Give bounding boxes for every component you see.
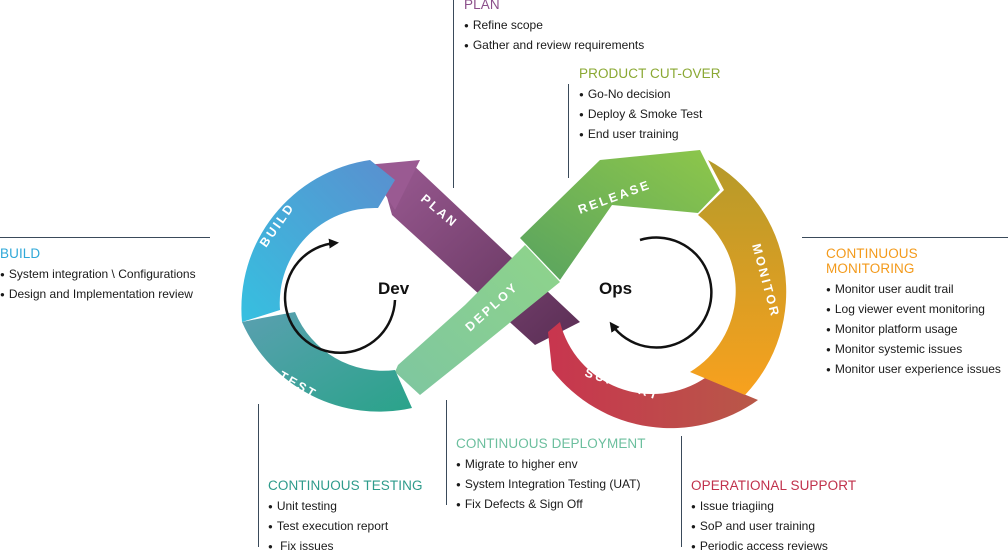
support-block: OPERATIONAL SUPPORT Issue triagiing SoP … [691, 478, 856, 557]
ops-label: Ops [599, 279, 632, 298]
deployment-title: CONTINUOUS DEPLOYMENT [456, 436, 646, 451]
list-item: Gather and review requirements [464, 36, 644, 56]
list-item: Monitor user audit trail [826, 280, 1008, 300]
support-title: OPERATIONAL SUPPORT [691, 478, 857, 493]
connector-build [0, 237, 210, 238]
list-item: Periodic access reviews [691, 537, 856, 557]
segment-build [241, 160, 395, 322]
list-item: Monitor systemic issues [826, 340, 1008, 360]
ops-cycle-arrow-icon [609, 236, 713, 349]
segment-test [242, 312, 412, 412]
list-item: Go-No decision [579, 85, 721, 105]
monitoring-title: CONTINUOUS MONITORING [826, 246, 918, 276]
list-item: Refine scope [464, 16, 644, 36]
support-list: Issue triagiing SoP and user training Pe… [691, 497, 856, 557]
monitoring-list: Monitor user audit trail Log viewer even… [826, 280, 1008, 380]
list-item: Design and Implementation review [0, 285, 196, 305]
list-item: SoP and user training [691, 517, 856, 537]
list-item: Monitor platform usage [826, 320, 1008, 340]
connector-cutover [568, 84, 569, 178]
dev-label: Dev [378, 279, 410, 298]
plan-block: PLAN Refine scope Gather and review requ… [464, 0, 644, 56]
connector-monitoring [802, 237, 1008, 238]
segment-release [520, 150, 720, 280]
list-item: Fix issues [268, 537, 423, 557]
list-item: End user training [579, 125, 721, 145]
plan-list: Refine scope Gather and review requireme… [464, 16, 644, 56]
segment-deploy [395, 245, 560, 395]
connector-support [681, 436, 682, 547]
connector-plan [453, 0, 454, 188]
build-list: System integration \ Configurations Desi… [0, 265, 196, 305]
cutover-title: PRODUCT CUT-OVER [579, 66, 721, 81]
list-item: Monitor user experience issues [826, 360, 1008, 380]
list-item: Test execution report [268, 517, 423, 537]
list-item: System integration \ Configurations [0, 265, 196, 285]
connector-testing [258, 404, 259, 547]
dev-cycle-arrow-icon [283, 238, 397, 354]
deployment-block: CONTINUOUS DEPLOYMENT Migrate to higher … [456, 436, 646, 515]
list-item: Unit testing [268, 497, 423, 517]
list-item: Fix Defects & Sign Off [456, 495, 646, 515]
connector-deployment [446, 400, 447, 505]
build-title: BUILD [0, 246, 41, 261]
testing-block: CONTINUOUS TESTING Unit testing Test exe… [268, 478, 423, 557]
segment-support [548, 322, 758, 429]
monitoring-block: CONTINUOUS MONITORING Monitor user audit… [826, 246, 1008, 380]
cutover-list: Go-No decision Deploy & Smoke Test End u… [579, 85, 721, 145]
list-item: Deploy & Smoke Test [579, 105, 721, 125]
list-item: Migrate to higher env [456, 455, 646, 475]
deployment-list: Migrate to higher env System Integration… [456, 455, 646, 515]
plan-title: PLAN [464, 0, 500, 12]
list-item: Log viewer event monitoring [826, 300, 1008, 320]
segment-monitor [690, 160, 787, 395]
testing-list: Unit testing Test execution report Fix i… [268, 497, 423, 557]
cutover-block: PRODUCT CUT-OVER Go-No decision Deploy &… [579, 66, 721, 145]
list-item: System Integration Testing (UAT) [456, 475, 646, 495]
testing-title: CONTINUOUS TESTING [268, 478, 423, 493]
build-block: BUILD System integration \ Configuration… [0, 246, 196, 305]
list-item: Issue triagiing [691, 497, 856, 517]
